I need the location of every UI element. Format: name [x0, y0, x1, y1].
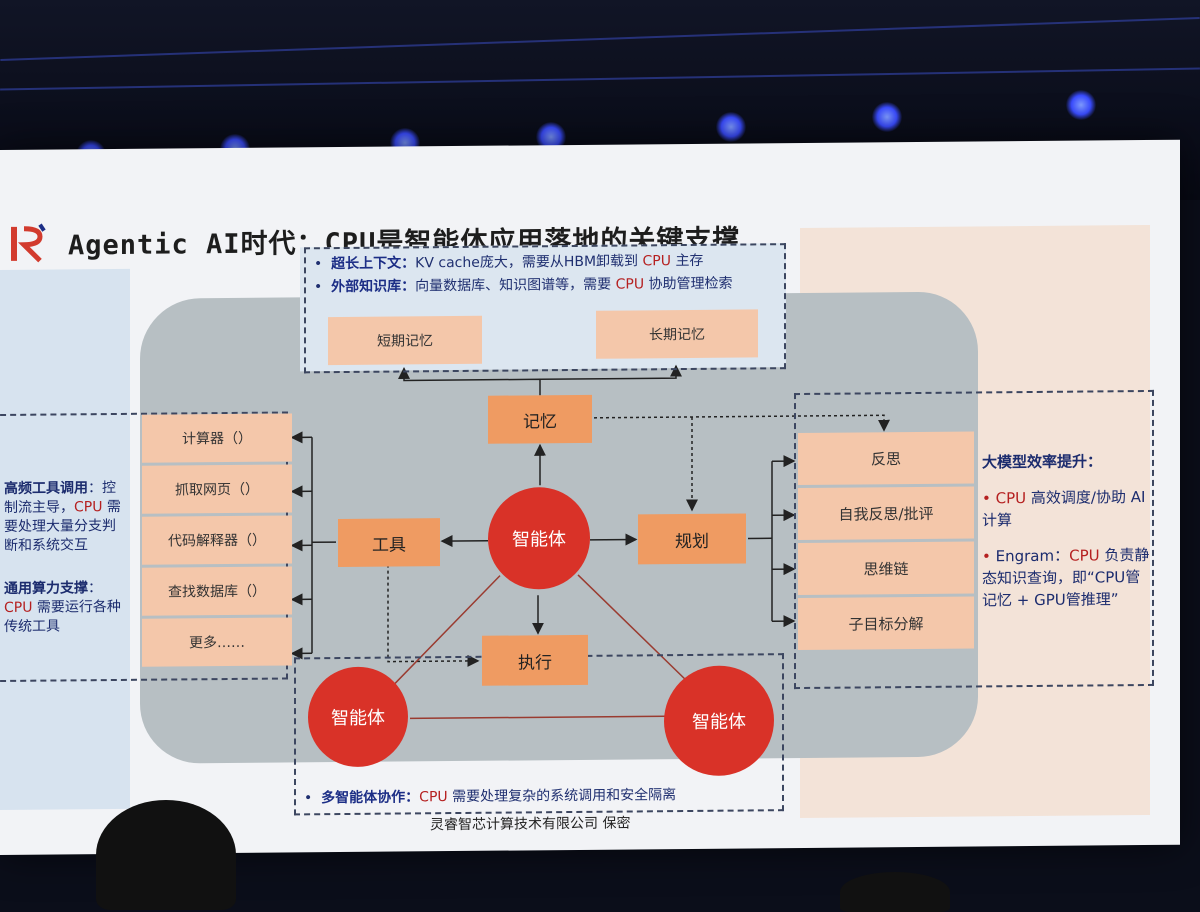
note-heading: 多智能体协作：	[321, 789, 419, 806]
tool-item: 查找数据库（）	[142, 566, 292, 615]
note-text: 向量数据库、知识图谱等，需要	[415, 277, 611, 295]
note-text: ：	[88, 580, 102, 596]
memory-module: 记忆	[488, 395, 592, 444]
memory-notes: • 超长上下文：KV cache庞大，需要从HBM卸载到 CPU 主存 • 外部…	[314, 250, 733, 300]
memory-note-2: • 外部知识库：向量数据库、知识图谱等，需要 CPU 协助管理检索	[314, 273, 733, 300]
note-heading: 通用算力支撑	[4, 580, 88, 597]
agent-node-left: 智能体	[308, 666, 408, 767]
planning-item: 子目标分解	[798, 597, 974, 651]
audience-silhouette	[96, 800, 236, 910]
tools-module: 工具	[338, 518, 440, 567]
tool-item: 更多……	[142, 617, 292, 666]
efficiency-notes: 大模型效率提升： • CPU 高效调度/协助 AI 计算 • Engram：CP…	[982, 450, 1152, 611]
note-heading: 大模型效率提升：	[982, 450, 1152, 473]
tool-item: 抓取网页（）	[142, 464, 292, 513]
planning-item: 思维链	[798, 542, 974, 596]
execution-module: 执行	[482, 635, 588, 686]
ceiling-grid-line	[0, 68, 1200, 91]
efficiency-bullet-2: • Engram：CPU 负责静态知识查询，即“CPU管记忆 + GPU管推理”	[982, 544, 1152, 611]
planning-list: 反思 自我反思/批评 思维链 子目标分解	[798, 432, 974, 651]
cpu-highlight: CPU	[74, 499, 102, 515]
note-text: 主存	[675, 253, 703, 269]
presentation-slide: Agentic AI时代：CPU是智能体应用落地的关键支撑	[0, 140, 1180, 855]
note-text: 协助管理检索	[649, 276, 733, 293]
tool-call-note: 高频工具调用：控制流主导，CPU 需要处理大量分支判断和系统交互	[4, 479, 128, 556]
note-text: Engram：	[996, 547, 1069, 566]
short-term-memory-box: 短期记忆	[328, 316, 482, 365]
cpu-highlight: CPU	[4, 600, 32, 616]
agent-node-right: 智能体	[664, 665, 774, 776]
efficiency-bullet-1: • CPU 高效调度/协助 AI 计算	[982, 486, 1152, 531]
central-agent-node: 智能体	[488, 487, 590, 590]
note-heading: 高频工具调用	[4, 480, 88, 497]
cpu-highlight: CPU	[996, 489, 1027, 507]
long-term-memory-box: 长期记忆	[596, 309, 758, 358]
cpu-highlight: CPU	[643, 253, 671, 269]
note-heading: 超长上下文：	[331, 255, 415, 272]
note-heading: 外部知识库：	[331, 278, 415, 295]
tool-item: 代码解释器（）	[142, 515, 292, 564]
compute-support-note: 通用算力支撑：CPU 需要运行各种传统工具	[4, 579, 128, 637]
stage-light	[872, 102, 902, 132]
note-text: 需要处理复杂的系统调用和安全隔离	[452, 787, 676, 805]
slide-footer: 灵睿智芯计算技术有限公司 保密	[430, 812, 630, 834]
planning-module: 规划	[638, 513, 746, 564]
ceiling-grid-line	[0, 17, 1199, 61]
stage-light	[1066, 90, 1096, 120]
planning-item: 自我反思/批评	[798, 487, 974, 541]
stage-light	[716, 112, 746, 142]
cpu-highlight: CPU	[616, 276, 644, 292]
cpu-highlight: CPU	[419, 789, 447, 805]
audience-silhouette	[840, 872, 950, 912]
tools-list: 计算器（） 抓取网页（） 代码解释器（） 查找数据库（） 更多……	[142, 413, 292, 666]
planning-item: 反思	[798, 432, 974, 486]
cpu-highlight: CPU	[1069, 546, 1100, 564]
tool-item: 计算器（）	[142, 413, 292, 462]
multi-agent-note: • 多智能体协作：CPU 需要处理复杂的系统调用和安全隔离	[304, 784, 676, 810]
note-text: KV cache庞大，需要从HBM卸载到	[415, 253, 638, 271]
